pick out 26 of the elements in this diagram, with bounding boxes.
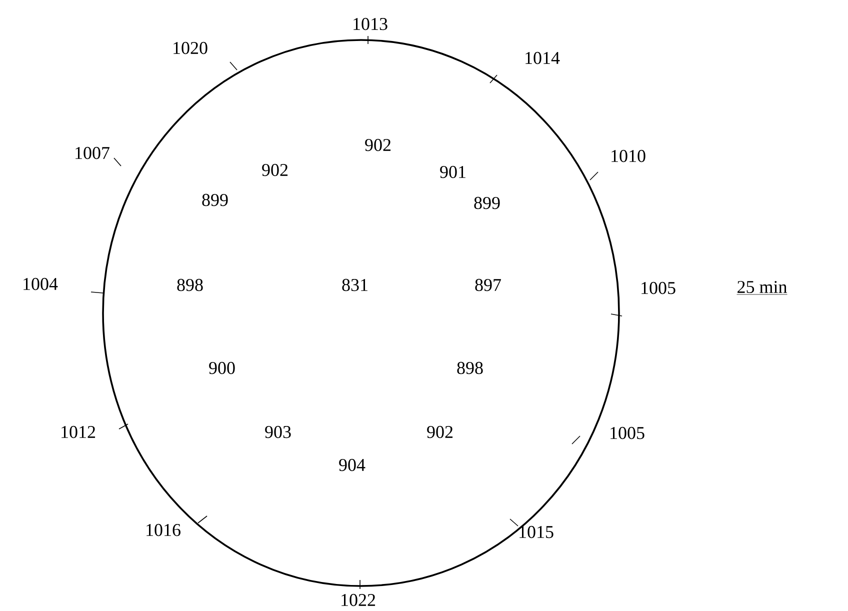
value-label: 902 <box>365 138 391 152</box>
value-label: 1014 <box>526 52 560 64</box>
value-label: 1007 <box>76 146 110 160</box>
value-label: 900 <box>209 362 235 374</box>
value-label: 1016 <box>146 524 180 536</box>
value-label: 899 <box>474 196 500 210</box>
value-label: 898 <box>457 362 483 374</box>
value-label: 901 <box>440 166 466 178</box>
value-label: 903 <box>265 426 291 438</box>
value-label: 831 <box>342 278 368 292</box>
value-label: 898 <box>177 278 203 292</box>
value-label: 1005 <box>610 426 644 440</box>
value-label: 1010 <box>612 150 646 162</box>
time-label: 25 min <box>736 280 788 295</box>
value-label: 1004 <box>24 278 58 290</box>
value-label: 1015 <box>520 526 554 538</box>
value-label: 902 <box>427 426 453 438</box>
value-label: 1022 <box>342 594 376 606</box>
value-label: 902 <box>262 164 288 176</box>
value-label: 1013 <box>354 18 388 30</box>
value-label: 1005 <box>642 282 676 294</box>
value-label: 899 <box>202 194 228 206</box>
value-label: 1012 <box>62 426 96 438</box>
value-label: 897 <box>475 278 501 292</box>
value-label: 1020 <box>174 42 208 54</box>
value-label: 904 <box>339 458 366 472</box>
